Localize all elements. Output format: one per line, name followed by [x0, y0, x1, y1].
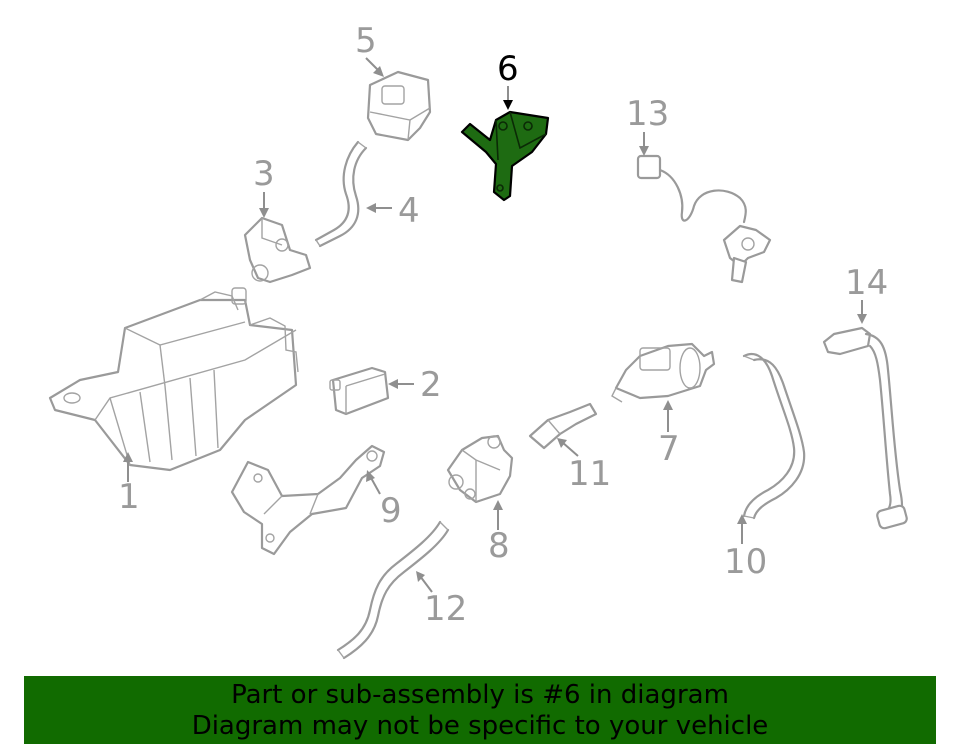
part-10-hose[interactable]: [742, 352, 806, 520]
part-1-canister[interactable]: [48, 287, 299, 472]
leader-lines: [123, 57, 867, 593]
callout-4: 4: [398, 191, 420, 231]
part-4-hose[interactable]: [314, 140, 368, 248]
callout-6: 6: [497, 49, 519, 89]
info-banner: Part or sub-assembly is #6 in diagram Di…: [24, 676, 936, 744]
part-3-valve[interactable]: [243, 216, 312, 284]
banner-line-2: Diagram may not be specific to your vehi…: [191, 711, 769, 741]
callout-3: 3: [253, 154, 275, 194]
part-7-solenoid[interactable]: [611, 342, 716, 403]
callout-8: 8: [488, 526, 510, 566]
banner-line-1: Part or sub-assembly is #6 in diagram: [231, 680, 729, 710]
part-5-module[interactable]: [366, 70, 432, 142]
callout-5: 5: [355, 21, 377, 61]
part-2-sensor[interactable]: [329, 366, 390, 416]
part-6-highlighted[interactable]: [460, 110, 550, 202]
part-13-sensor[interactable]: [636, 154, 772, 284]
callout-numbers: 1 2 3 4 5 6 7 8 9 10 11 12 13 14: [118, 21, 888, 629]
callout-13: 13: [626, 94, 669, 134]
part-8-valve[interactable]: [446, 434, 514, 504]
callout-12: 12: [424, 589, 467, 629]
callout-2: 2: [420, 365, 442, 405]
part-11-hose[interactable]: [528, 402, 598, 450]
part-12-hose[interactable]: [336, 520, 450, 660]
callout-10: 10: [724, 542, 767, 582]
callout-9: 9: [380, 491, 402, 531]
callout-1: 1: [118, 477, 140, 517]
callout-7: 7: [658, 429, 680, 469]
callout-11: 11: [568, 454, 611, 494]
callout-14: 14: [845, 263, 888, 303]
parts-diagram: 1 2 3 4 5 6 7 8 9 10 11 12 13 14: [48, 21, 908, 660]
part-9-bracket[interactable]: [230, 444, 386, 556]
part-14-pipe[interactable]: [822, 326, 908, 530]
